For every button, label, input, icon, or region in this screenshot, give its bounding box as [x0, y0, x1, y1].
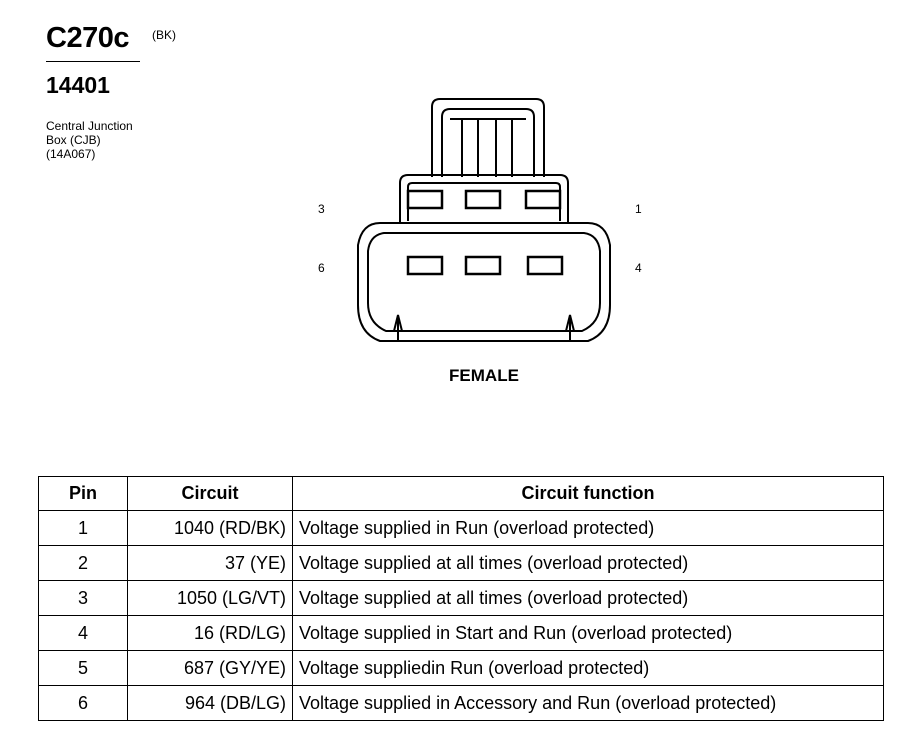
- table-row: 6 964 (DB/LG) Voltage supplied in Access…: [38, 685, 884, 721]
- table-row: 5 687 (GY/YE) Voltage suppliedin Run (ov…: [38, 650, 884, 686]
- terminal-cavity-1: [524, 189, 562, 210]
- terminal-cavity-4: [526, 255, 564, 276]
- pin-cell: 1: [38, 510, 128, 546]
- pin-label-1: 1: [635, 202, 642, 216]
- color-code: (BK): [152, 28, 176, 42]
- table-row: 3 1050 (LG/VT) Voltage supplied at all t…: [38, 580, 884, 616]
- connector-id: C270c: [46, 22, 129, 54]
- component-description: Central Junction Box (CJB) (14A067): [46, 119, 133, 161]
- connector-upper-housing: [399, 174, 569, 223]
- circuit-function-cell: Voltage suppliedin Run (overload protect…: [292, 650, 884, 686]
- part-number: 14401: [46, 72, 110, 98]
- table-row: 1 1040 (RD/BK) Voltage supplied in Run (…: [38, 510, 884, 546]
- connector-latch: [431, 98, 545, 177]
- connector-face-diagram: [357, 98, 611, 342]
- pin-label-4: 4: [635, 261, 642, 275]
- circuit-function-cell: Voltage supplied at all times (overload …: [292, 580, 884, 616]
- pin-cell: 6: [38, 685, 128, 721]
- circuit-cell: 1050 (LG/VT): [127, 580, 293, 616]
- pin-assignment-table: Pin Circuit Circuit function 1 1040 (RD/…: [38, 476, 884, 721]
- component-line: Box (CJB): [46, 133, 101, 147]
- connector-lower-housing-inner: [367, 232, 601, 332]
- circuit-function-cell: Voltage supplied in Accessory and Run (o…: [292, 685, 884, 721]
- circuit-cell: 964 (DB/LG): [127, 685, 293, 721]
- connector-lower-housing: [357, 222, 611, 342]
- pin-label-3: 3: [318, 202, 325, 216]
- terminal-cavity-3: [406, 189, 444, 210]
- circuit-function-cell: Voltage supplied at all times (overload …: [292, 545, 884, 581]
- table-header-row: Pin Circuit Circuit function: [38, 476, 884, 511]
- connector-gender-label: FEMALE: [449, 366, 519, 385]
- terminal-cavity-5: [464, 255, 502, 276]
- pin-cell: 2: [38, 545, 128, 581]
- pin-cell: 5: [38, 650, 128, 686]
- column-header-circuit-function: Circuit function: [292, 476, 884, 511]
- table-row: 4 16 (RD/LG) Voltage supplied in Start a…: [38, 615, 884, 651]
- component-line: Central Junction: [46, 119, 133, 133]
- connector-latch-inner: [441, 108, 535, 177]
- terminal-cavity-6: [406, 255, 444, 276]
- pin-cell: 4: [38, 615, 128, 651]
- circuit-cell: 37 (YE): [127, 545, 293, 581]
- circuit-function-cell: Voltage supplied in Run (overload protec…: [292, 510, 884, 546]
- pin-label-6: 6: [318, 261, 325, 275]
- pin-cell: 3: [38, 580, 128, 616]
- circuit-cell: 16 (RD/LG): [127, 615, 293, 651]
- terminal-cavity-2: [464, 189, 502, 210]
- component-line: (14A067): [46, 147, 96, 161]
- table-row: 2 37 (YE) Voltage supplied at all times …: [38, 545, 884, 581]
- header-rule: [46, 61, 140, 62]
- circuit-cell: 687 (GY/YE): [127, 650, 293, 686]
- column-header-pin: Pin: [38, 476, 128, 511]
- connector-upper-housing-inner: [407, 182, 561, 221]
- column-header-circuit: Circuit: [127, 476, 293, 511]
- circuit-function-cell: Voltage supplied in Start and Run (overl…: [292, 615, 884, 651]
- circuit-cell: 1040 (RD/BK): [127, 510, 293, 546]
